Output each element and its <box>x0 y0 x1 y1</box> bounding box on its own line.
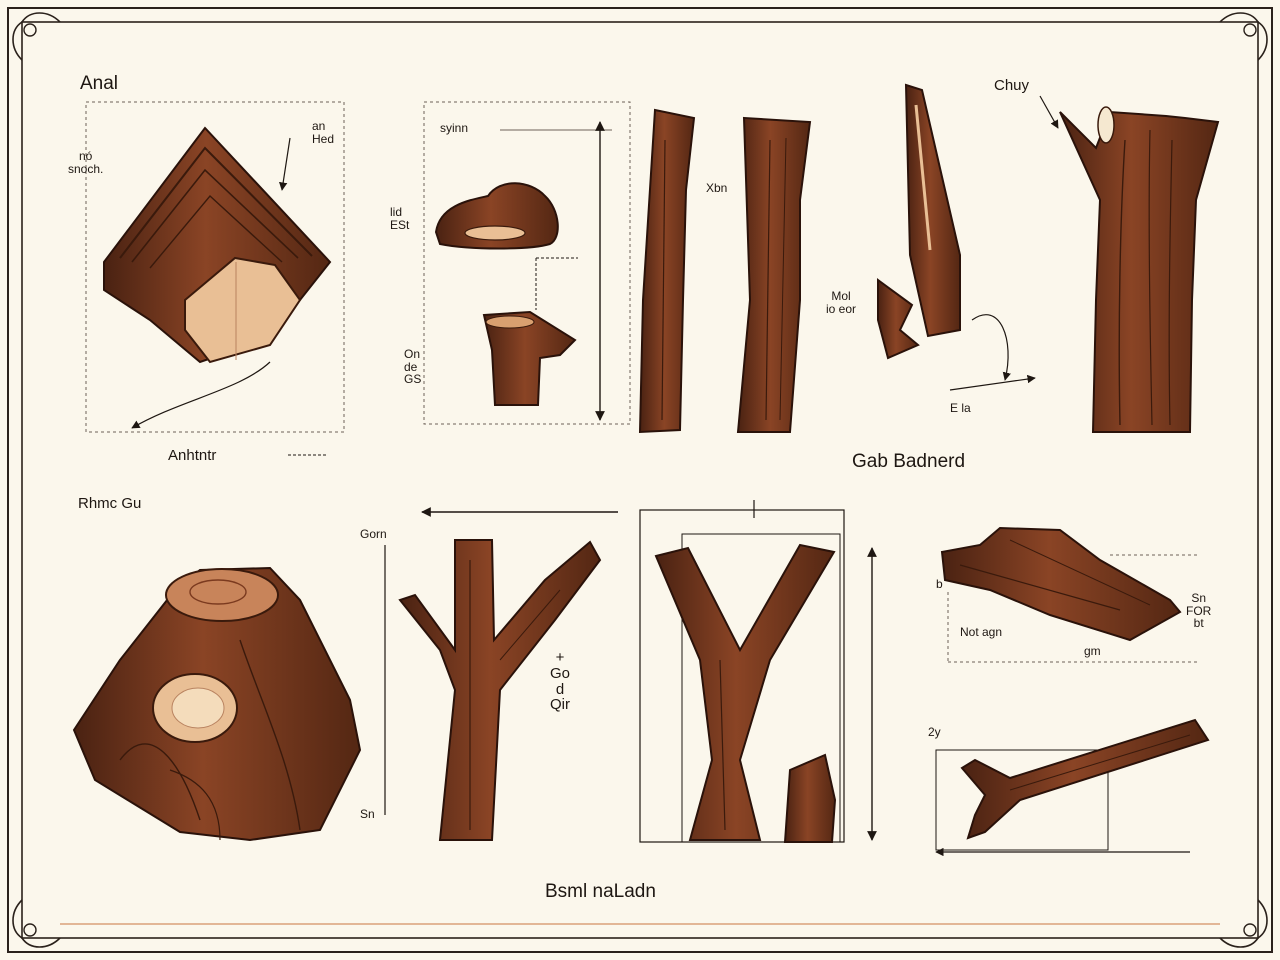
caption-top-left: Anhtntr <box>168 447 217 464</box>
caption-panel-8-bottom: gm <box>1084 644 1101 658</box>
label-panel-2-left-b: On de GS <box>404 347 422 387</box>
title-bottom-left: Rhmc Gu <box>78 495 142 512</box>
panel-6-stump <box>72 566 362 842</box>
panel-10-diagonal-stick <box>935 718 1210 857</box>
label-panel-3-mid: Xbn <box>706 181 728 195</box>
label-panel-6-bottom: Sn <box>360 807 375 821</box>
footer-caption: Bsml naLadn <box>545 881 656 902</box>
label-panel-6-top: Gorn <box>360 527 387 541</box>
panel-5-trunk <box>1039 95 1220 433</box>
panel-4-thin-stick <box>877 83 1036 391</box>
label-panel-4-mid: Mol io eor <box>826 289 857 316</box>
label-panel-9-left: 2y <box>928 725 941 739</box>
ornamental-frame <box>7 7 1273 953</box>
label-panel-2-top: syinn <box>440 121 469 135</box>
note-top-left-b: an Hed <box>312 119 335 146</box>
label-panel-8-left: b <box>936 577 943 591</box>
label-panel-7-mid: + Go d Qir <box>550 649 571 714</box>
label-panel-4-bottom: E la <box>950 401 971 415</box>
note-top-left-a: nó snoch. <box>68 149 104 176</box>
title-top-left: Anal <box>80 73 119 94</box>
panel-7-forked-branch <box>384 507 618 841</box>
caption-right: Gab Badnerd <box>852 451 966 472</box>
caption-panel-8-left: Not agn <box>960 625 1003 639</box>
panel-2-stump-pieces <box>423 101 631 425</box>
panel-8-y-branch <box>639 500 877 843</box>
panel-1-wood-chunk <box>85 101 345 456</box>
panel-9-branch-piece <box>940 526 1198 663</box>
panel-3-sticks <box>638 108 812 434</box>
title-panel-4: Chuy <box>994 77 1030 94</box>
label-panel-2-left-a: lid ESt <box>390 205 410 232</box>
label-panel-8-right: Sn FOR bt <box>1186 591 1212 631</box>
